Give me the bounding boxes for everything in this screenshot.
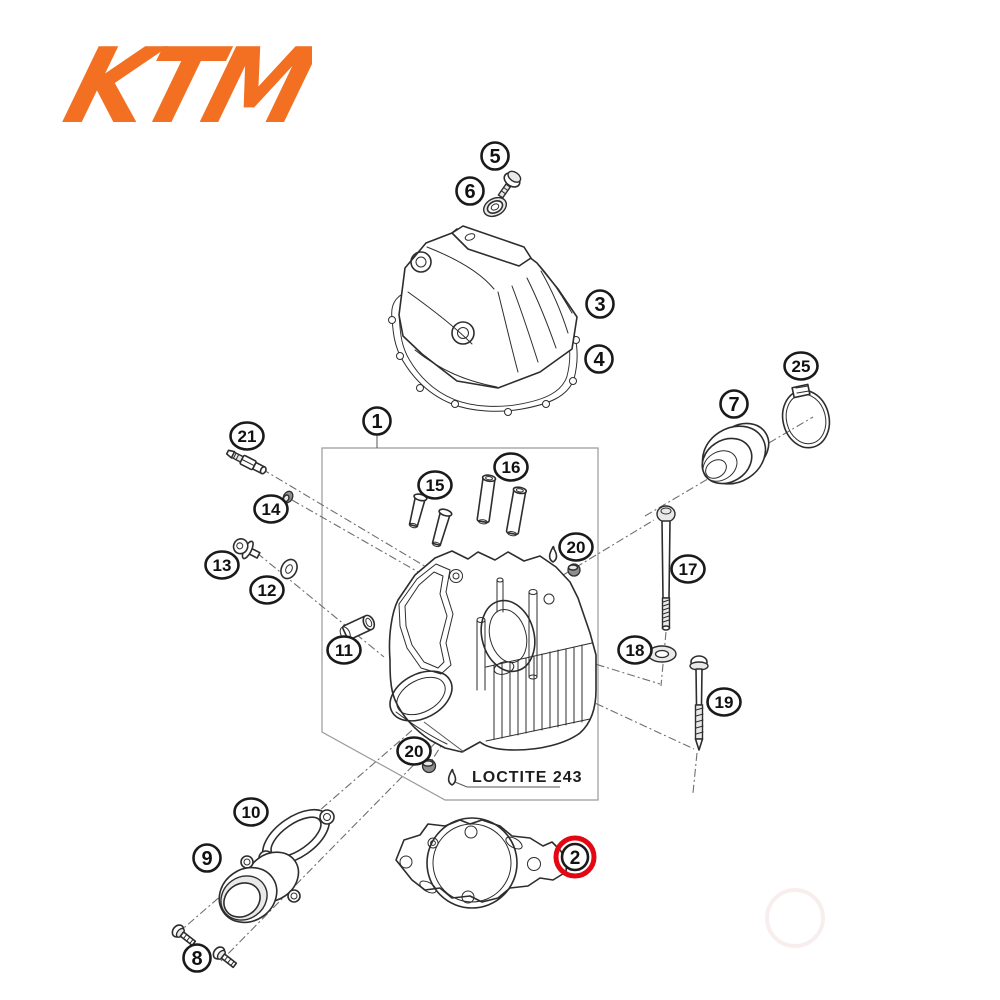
part-flange-bolt <box>689 655 709 751</box>
svg-text:1: 1 <box>371 411 382 433</box>
part-exhaust-flange <box>218 851 301 924</box>
svg-text:16: 16 <box>502 458 521 477</box>
part-nut-loctite-top <box>548 545 581 577</box>
callout-8: 8 <box>182 943 212 973</box>
svg-text:4: 4 <box>593 349 605 371</box>
callout-9: 9 <box>192 843 222 873</box>
callout-16: 16 <box>493 452 529 482</box>
svg-text:13: 13 <box>213 556 232 575</box>
callout-12: 12 <box>249 575 285 605</box>
svg-text:18: 18 <box>626 641 645 660</box>
part-flange-bolts <box>171 924 238 969</box>
callout-20-top: 20 <box>558 532 594 562</box>
svg-text:17: 17 <box>679 560 698 579</box>
callout-25: 25 <box>783 351 819 381</box>
callout-6: 6 <box>455 176 485 206</box>
svg-text:5: 5 <box>489 146 500 168</box>
ktm-logo: KTM <box>52 18 312 138</box>
svg-text:10: 10 <box>242 803 261 822</box>
svg-text:14: 14 <box>262 500 281 519</box>
svg-text:11: 11 <box>335 641 353 660</box>
part-cover-bolt <box>497 170 522 199</box>
loctite-annotation: LOCTITE 243 <box>472 769 583 786</box>
part-sealing-washer <box>280 558 298 580</box>
part-intake-boot <box>701 422 770 485</box>
callout-18: 18 <box>617 635 653 665</box>
svg-text:12: 12 <box>258 581 277 600</box>
part-oil-plug <box>232 538 261 560</box>
detail-box <box>321 447 599 801</box>
callout-11: 11 <box>326 635 362 665</box>
watermark-circle <box>765 888 825 948</box>
callout-7: 7 <box>719 389 749 419</box>
callouts: 1 2 3 4 5 6 <box>182 141 819 973</box>
part-nut-loctite-bottom <box>421 758 457 786</box>
callout-2-highlighted: 2 <box>553 835 597 879</box>
part-cylinder-head <box>388 550 597 753</box>
callout-19: 19 <box>706 687 742 717</box>
callout-5: 5 <box>480 141 510 171</box>
svg-text:20: 20 <box>405 742 424 761</box>
callout-15: 15 <box>417 470 453 500</box>
part-valve-cover <box>398 225 578 389</box>
callout-10: 10 <box>233 797 269 827</box>
part-dowel-bushing <box>339 614 376 641</box>
svg-text:8: 8 <box>191 948 202 970</box>
part-sensor-plug <box>225 449 267 475</box>
callout-21: 21 <box>229 421 265 451</box>
svg-text:21: 21 <box>238 427 257 446</box>
part-head-gasket <box>395 817 568 909</box>
svg-text:3: 3 <box>594 294 605 316</box>
part-hose-clamp <box>781 383 831 449</box>
ktm-logo-text: KTM <box>53 27 312 138</box>
svg-text:19: 19 <box>715 693 734 712</box>
svg-text:2: 2 <box>570 848 581 869</box>
callout-1: 1 <box>362 406 392 436</box>
part-head-bolt <box>656 505 676 631</box>
callout-20-bottom: 20 <box>396 736 432 766</box>
callout-17: 17 <box>670 554 706 584</box>
svg-text:7: 7 <box>728 394 739 416</box>
svg-text:15: 15 <box>426 476 445 495</box>
svg-text:20: 20 <box>567 538 586 557</box>
svg-text:9: 9 <box>201 848 212 870</box>
svg-text:25: 25 <box>792 357 811 376</box>
part-cover-grommet <box>482 196 508 218</box>
callout-4: 4 <box>584 344 614 374</box>
svg-text:6: 6 <box>464 181 475 203</box>
callout-13: 13 <box>204 550 240 580</box>
callout-14: 14 <box>253 494 289 524</box>
leader-lines <box>376 435 560 788</box>
part-valve-guides-long <box>476 474 528 537</box>
part-valve-guides-short <box>408 493 453 548</box>
callout-3: 3 <box>585 289 615 319</box>
